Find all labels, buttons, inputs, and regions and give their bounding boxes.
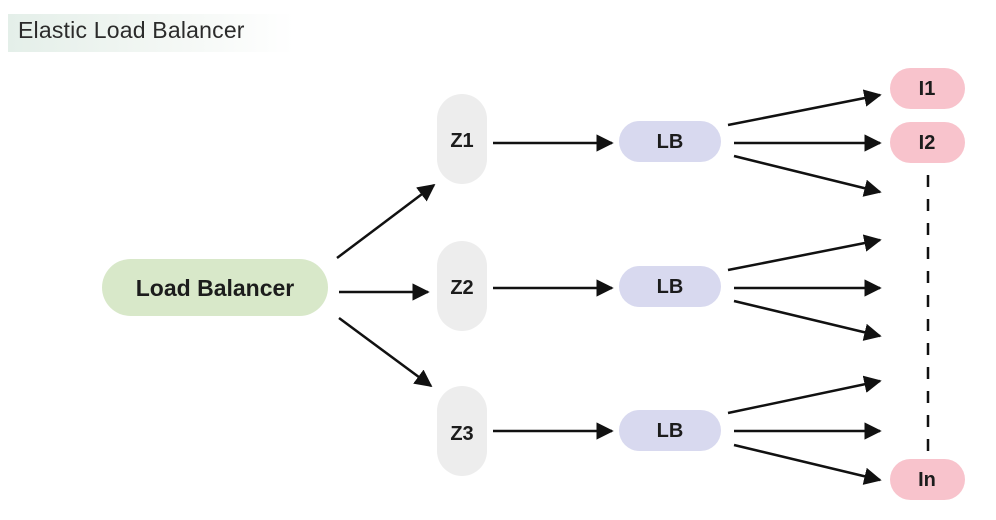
load-balancer-label: Load Balancer: [136, 275, 295, 301]
lb-node-3: LB: [619, 410, 721, 451]
instance-node-i2: I2: [890, 122, 965, 163]
arrow-lb2-to-instance-c: [733, 299, 882, 341]
zone-node-z3: Z3: [437, 386, 487, 476]
arrow-lb3-to-in: [733, 443, 882, 485]
lb-label-2: LB: [657, 276, 684, 298]
zone-label-z2: Z2: [450, 277, 473, 299]
instance-node-in: In: [890, 459, 965, 500]
arrows-zones-to-lbs: [493, 134, 614, 440]
lb-label-3: LB: [657, 420, 684, 442]
zone-node-z2: Z2: [437, 241, 487, 331]
arrow-lb1-to-instance: [733, 154, 882, 197]
instance-node-i1: I1: [890, 68, 965, 109]
load-balancer-node: Load Balancer: [102, 259, 328, 316]
arrow-lb-to-z3: [338, 316, 433, 388]
zone-node-z1: Z1: [437, 94, 487, 184]
zone-label-z1: Z1: [450, 130, 473, 152]
lb-label-1: LB: [657, 131, 684, 153]
lb-node-2: LB: [619, 266, 721, 307]
zone-label-z3: Z3: [450, 423, 473, 445]
lb-node-1: LB: [619, 121, 721, 162]
arrow-lb3-to-instance-a: [727, 375, 882, 415]
arrow-lb2-to-instance-a: [727, 234, 882, 272]
instance-label-i1: I1: [919, 78, 936, 100]
arrows-lbs-to-instances: [727, 89, 882, 485]
diagram-title: Elastic Load Balancer: [18, 17, 245, 43]
instance-label-i2: I2: [919, 132, 936, 154]
arrow-lb1-to-i1: [727, 89, 882, 127]
instance-label-in: In: [918, 469, 936, 491]
title-background: [8, 14, 294, 52]
arrows-lb-to-zones: [336, 183, 436, 388]
arrow-lb-to-z1: [336, 183, 436, 259]
